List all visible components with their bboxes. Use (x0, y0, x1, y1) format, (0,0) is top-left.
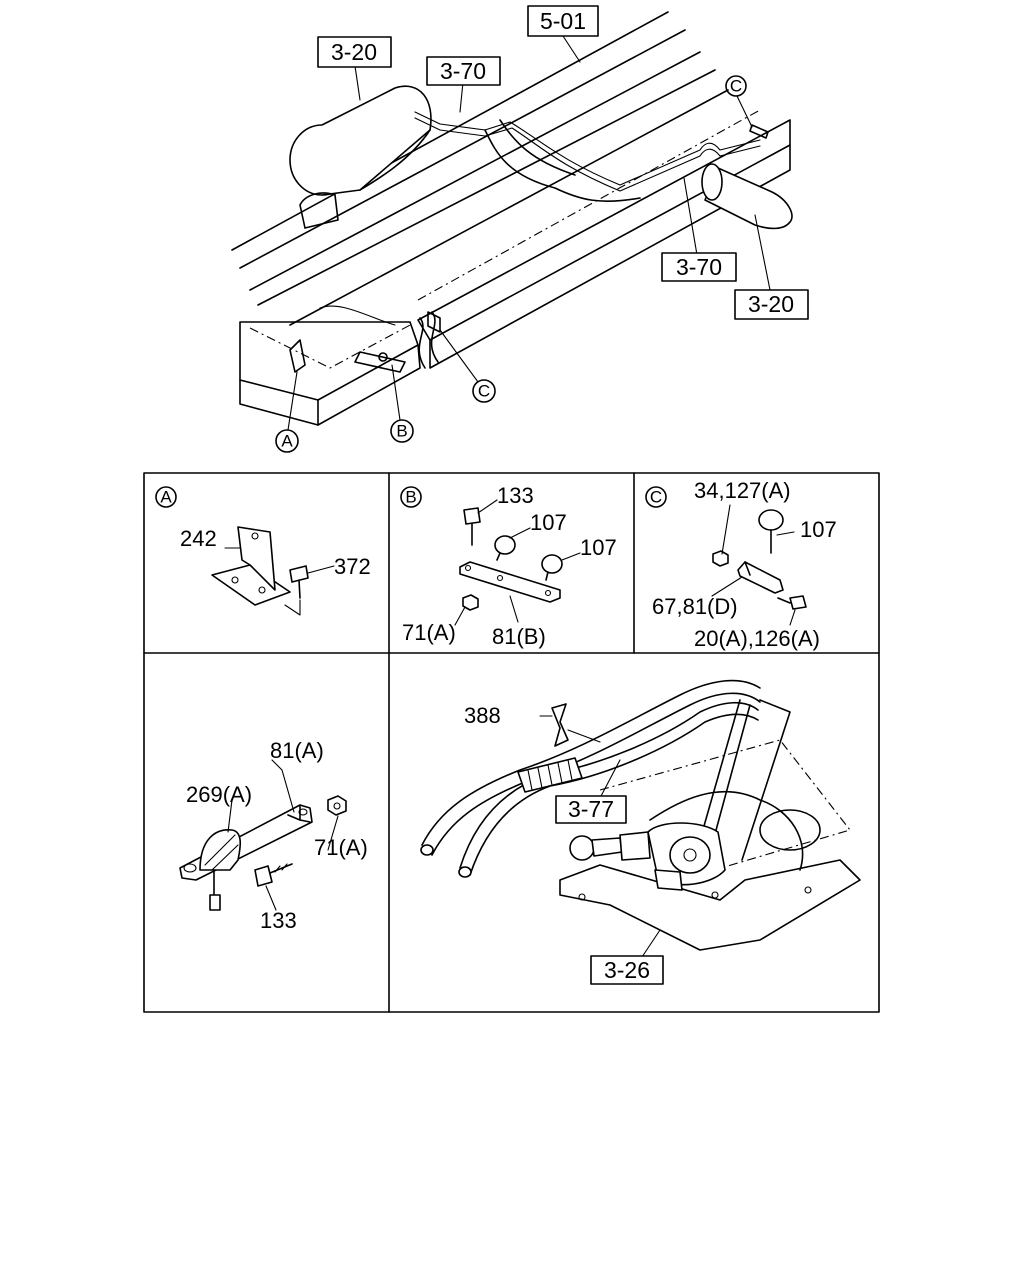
bracket-81b (459, 561, 561, 603)
bracket-242 (211, 526, 291, 606)
label-81b: 81(B) (492, 624, 546, 649)
circle-ref-a: A (281, 432, 293, 451)
panel-c: C 34,127(A) 107 67,81(D) 20(A),126(A) (645, 478, 837, 651)
ref-3-70-right: 3-70 (676, 254, 722, 280)
label-133-d: 133 (260, 908, 297, 933)
left-tank (289, 85, 432, 229)
label-20a-126a: 20(A),126(A) (694, 626, 820, 651)
label-34-127a: 34,127(A) (694, 478, 791, 503)
panel-e: 3-77 3-26 388 (420, 679, 861, 985)
ref-3-77: 3-77 (568, 796, 614, 822)
nut-71a-d (327, 795, 347, 816)
nut-71a (462, 594, 479, 611)
hose-388 (420, 679, 761, 878)
label-107: 107 (800, 517, 837, 542)
panel-a: A 242 372 (155, 486, 371, 616)
clamp-107-b (541, 554, 563, 581)
pump-assembly (569, 822, 726, 891)
circle-ref-c-top: C (730, 77, 742, 96)
clip-269a (199, 829, 242, 911)
label-388: 388 (464, 703, 501, 728)
nut-34 (712, 550, 729, 567)
panel-b: B 133 107 107 71(A) 81(B) (400, 483, 617, 649)
bolt-133 (463, 507, 481, 546)
right-tank (701, 163, 793, 230)
chassis-overview: 5-01 3-20 3-70 3-70 3-20 C A B C (231, 5, 809, 453)
bolt-133-d (254, 863, 293, 887)
clamp-107-a (494, 535, 516, 561)
circle-ref-c-bottom: C (478, 382, 490, 401)
bolt-372 (289, 565, 309, 599)
bolt-20a (777, 595, 807, 610)
label-67-81d: 67,81(D) (652, 594, 738, 619)
ref-3-20-left: 3-20 (331, 39, 377, 65)
panel-c-tag: C (650, 488, 662, 507)
circle-ref-b: B (396, 422, 407, 441)
ref-5-01: 5-01 (540, 8, 586, 34)
label-107-a: 107 (530, 510, 567, 535)
panel-b-tag: B (405, 488, 416, 507)
bracket-81d (737, 561, 784, 594)
ref-3-26: 3-26 (604, 957, 650, 983)
label-107-b: 107 (580, 535, 617, 560)
label-133: 133 (497, 483, 534, 508)
panel-d: 81(A) 269(A) 71(A) 133 (179, 738, 368, 933)
label-372: 372 (334, 554, 371, 579)
ref-3-70-top: 3-70 (440, 58, 486, 84)
clamp-107 (758, 509, 784, 554)
label-71a-d: 71(A) (314, 835, 368, 860)
label-269a: 269(A) (186, 782, 252, 807)
label-81a: 81(A) (270, 738, 324, 763)
panel-a-tag: A (160, 488, 172, 507)
label-71a: 71(A) (402, 620, 456, 645)
detail-grid (143, 472, 880, 1013)
ref-3-20-right: 3-20 (748, 291, 794, 317)
label-242: 242 (180, 526, 217, 551)
